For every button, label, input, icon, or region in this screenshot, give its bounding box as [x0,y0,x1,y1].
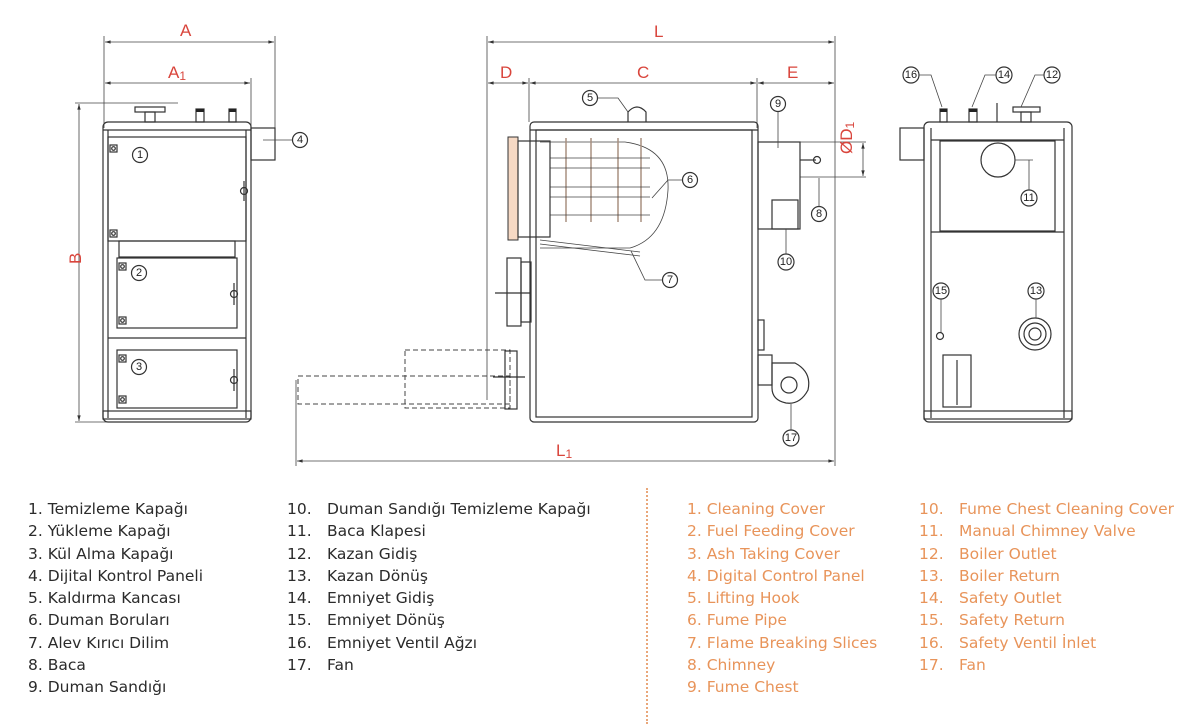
legend-item: 6. Duman Boruları [28,611,170,630]
legend-item: 7. Alev Kırıcı Dilim [28,633,170,652]
svg-text:14: 14 [998,69,1010,81]
svg-text:6: 6 [687,174,693,186]
legend-tr-col-1: 1. Temizleme Kapağı 2. Yükleme Kapağı 3.… [28,498,203,699]
svg-text:9: 9 [775,98,781,110]
legend-item: 1. Cleaning Cover [687,500,826,518]
legend-item: 13.Boiler Return [919,566,1060,585]
dim-label-d: D [500,63,512,82]
svg-text:16: 16 [905,69,917,81]
legend-item: 9. Duman Sandığı [28,678,167,697]
callout-5: 5 [581,89,629,113]
callout-12: 12 [1020,66,1061,108]
dim-label-od1: ØD1 [837,122,857,155]
callout-3: 3 [130,358,148,376]
callout-1: 1 [131,146,149,164]
front-view: A A1 B [66,21,309,423]
dim-label-l1: L1 [556,441,572,461]
legend-item: 4. Dijital Kontrol Paneli [28,566,204,585]
svg-text:15: 15 [935,285,947,297]
legend-item: 3. Ash Taking Cover [687,544,840,563]
svg-text:3: 3 [136,361,142,373]
legend-item: 4. Digital Control Panel [687,566,865,585]
legend-item: 12.Kazan Gidiş [287,544,418,563]
dim-label-b: B [66,253,85,264]
svg-text:4: 4 [297,134,303,146]
legend-item: 6. Fume Pipe [687,611,787,630]
legend-item: 5. Kaldırma Kancası [28,589,181,608]
legend-item: 14.Emniyet Gidiş [287,589,435,608]
legend-item: 7. Flame Breaking Slices [687,633,878,652]
callout-13: 13 [1027,282,1045,318]
callout-14: 14 [971,66,1013,108]
svg-text:13: 13 [1030,285,1042,297]
svg-text:12: 12 [1046,69,1058,81]
dim-label-a1: A1 [168,63,186,83]
legend-item: 2. Fuel Feeding Cover [687,522,855,541]
svg-text:17: 17 [785,432,797,444]
boiler-technical-drawing: A A1 B [66,21,1073,466]
callout-16: 16 [902,66,943,108]
legend-item: 11.Baca Klapesi [287,522,426,541]
legend-item: 16.Safety Ventil İnlet [919,633,1097,652]
legend-item: 5. Lifting Hook [687,589,800,608]
legend-item: 10.Fume Chest Cleaning Cover [919,500,1174,518]
legend-divider [646,488,648,724]
legend-item: 8. Baca [28,656,86,675]
svg-text:8: 8 [816,208,822,220]
dimension-l1: L1 [295,380,834,466]
svg-text:1: 1 [137,149,143,161]
callout-8: 8 [810,178,828,223]
callout-11: 11 [1020,160,1038,207]
callout-15: 15 [932,282,950,332]
dim-label-c: C [637,63,649,82]
callout-9: 9 [769,95,787,148]
legend-item: 15.Emniyet Dönüş [287,611,445,630]
rear-view: 11 12 13 14 15 16 [899,66,1073,423]
legend-item: 8. Chimney [687,656,776,675]
callout-2: 2 [130,264,148,282]
callout-17: 17 [782,404,800,447]
legend-item: 9. Fume Chest [687,678,799,697]
legend-item: 14.Safety Outlet [919,589,1062,608]
legend-item: 10.Duman Sandığı Temizleme Kapağı [287,500,591,518]
svg-text:2: 2 [136,267,142,279]
legend-item: 11.Manual Chimney Valve [919,522,1136,541]
legend-item: 1. Temizleme Kapağı [28,500,188,518]
dimension-l: L [486,22,836,466]
svg-text:11: 11 [1023,192,1034,204]
legend-en-col-2: 10.Fume Chest Cleaning Cover 11.Manual C… [919,498,1174,676]
callout-6: 6 [651,171,699,199]
dimension-b: B [66,102,178,423]
legend-item: 2. Yükleme Kapağı [28,522,171,541]
dimension-a1: A1 [105,63,252,128]
svg-text:5: 5 [587,92,593,104]
legend-en-col-1: 1. Cleaning Cover 2. Fuel Feeding Cover … [687,498,877,699]
callout-10: 10 [777,229,795,271]
legend-tr-col-2: 10.Duman Sandığı Temizleme Kapağı 11.Bac… [287,498,591,676]
svg-text:7: 7 [667,274,673,286]
dim-label-l: L [654,22,663,41]
svg-text:10: 10 [780,256,792,268]
dimension-a: A [103,21,276,160]
legend-item: 12.Boiler Outlet [919,544,1057,563]
legend-item: 16.Emniyet Ventil Ağzı [287,633,477,652]
legend-item: 15.Safety Return [919,611,1065,630]
legend-item: 17.Fan [919,656,986,675]
dim-label-a: A [180,21,192,40]
dim-label-e: E [787,63,798,82]
legend-item: 13.Kazan Dönüş [287,566,428,585]
legend-item: 17.Fan [287,656,354,675]
legend-item: 3. Kül Alma Kapağı [28,544,174,563]
callout-7: 7 [630,250,679,289]
callout-4: 4 [263,131,309,149]
side-view: L D C E ØD1 L1 [295,22,866,466]
